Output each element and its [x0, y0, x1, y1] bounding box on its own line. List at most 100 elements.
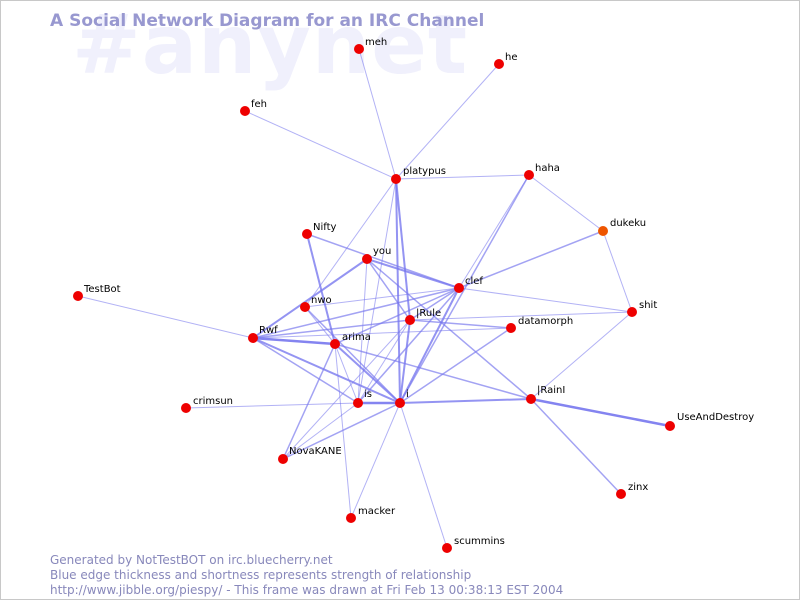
node-TestBot: TestBot: [73, 284, 121, 301]
node-dot: [627, 307, 637, 317]
node-label: macker: [358, 506, 396, 517]
edge-he-platypus: [395, 63, 500, 180]
node-macker: macker: [346, 506, 396, 523]
edges-layer: [77, 48, 671, 549]
edge-IRule-NovaKANE: [282, 319, 411, 460]
edge-haha-dukeku: [528, 174, 604, 232]
node-scummins: scummins: [442, 536, 505, 553]
node-label: crimsun: [193, 396, 233, 407]
edge-crimsun-is: [185, 402, 359, 409]
node-datamorph: datamorph: [506, 316, 573, 333]
edge-IRainI-UseAndDestroy: [530, 397, 671, 428]
node-dot: [616, 489, 626, 499]
edge-IRule-datamorph: [409, 319, 512, 329]
edge-feh-platypus: [244, 110, 397, 180]
node-crimsun: crimsun: [181, 396, 233, 413]
node-label: he: [505, 52, 518, 63]
node-dot: [240, 106, 250, 116]
edge-nwo-arima: [304, 306, 336, 345]
node-label: datamorph: [518, 316, 573, 327]
node-dot: [405, 315, 415, 325]
node-dot: [181, 403, 191, 413]
edge-IRule-shit: [409, 311, 633, 321]
node-label: platypus: [403, 166, 446, 177]
node-label: UseAndDestroy: [677, 412, 754, 423]
edge-clef-is: [357, 287, 460, 404]
edge-IRainI-shit: [530, 311, 633, 400]
edge-datamorph-Rwf: [252, 327, 512, 339]
edge-you-IRainI: [366, 258, 532, 400]
edge-IRainI-zinx: [530, 398, 622, 495]
edge-is-NovaKANE: [282, 402, 359, 460]
node-UseAndDestroy: UseAndDestroy: [665, 412, 754, 431]
node-label: shit: [639, 300, 657, 311]
edge-you-clef: [366, 258, 460, 289]
edge-platypus-is: [357, 178, 397, 404]
edge-clef-IRule: [409, 287, 460, 321]
edge-TestBot-Rwf: [77, 295, 254, 339]
footer-legend-note: Blue edge thickness and shortness repres…: [50, 568, 472, 582]
node-dot: [391, 174, 401, 184]
node-label: NovaKANE: [289, 446, 342, 457]
edge-clef-arima: [334, 287, 460, 345]
edge-i-macker: [350, 402, 401, 519]
edge-clef-Rwf: [252, 287, 460, 339]
node-dot: [353, 398, 363, 408]
edge-i-NovaKANE: [282, 402, 401, 460]
node-label: |RainI: [537, 385, 565, 396]
edge-arima-i: [334, 343, 401, 404]
edge-meh-platypus: [358, 48, 397, 180]
node-shit: shit: [627, 300, 657, 317]
node-Rwf: Rwf: [248, 325, 278, 343]
edge-you-Rwf: [252, 258, 368, 339]
node-label: meh: [365, 37, 387, 48]
node-label: scummins: [454, 536, 505, 547]
node-zinx: zinx: [616, 482, 648, 499]
node-label: feh: [251, 99, 267, 110]
node-he: he: [494, 52, 518, 69]
edge-nwo-i: [304, 306, 401, 404]
node-dot: [526, 394, 536, 404]
edge-arima-is: [334, 343, 359, 404]
edge-platypus-nwo: [304, 178, 397, 308]
footer-url-timestamp: http://www.jibble.org/piespy/ - This fra…: [50, 583, 564, 597]
edge-Rwf-is: [252, 337, 359, 404]
node-label: i: [406, 389, 409, 400]
node-label: Nifty: [313, 222, 337, 233]
node-is: is: [353, 389, 372, 408]
node-dot: [362, 254, 372, 264]
node-IRule: |Rule: [405, 308, 441, 325]
edge-clef-i: [399, 287, 460, 404]
node-dot: [598, 226, 608, 236]
node-label: Rwf: [259, 325, 278, 336]
node-label: zinx: [628, 482, 648, 493]
node-dot: [524, 170, 534, 180]
edge-IRainI-i: [399, 398, 532, 404]
node-dot: [330, 339, 340, 349]
node-dot: [665, 421, 675, 431]
edge-haha-clef: [458, 174, 530, 289]
node-meh: meh: [354, 37, 387, 54]
node-dukeku: dukeku: [598, 218, 646, 236]
node-nwo: nwo: [300, 295, 332, 312]
node-dot: [506, 323, 516, 333]
node-Nifty: Nifty: [302, 222, 337, 239]
channel-watermark: #anynet: [72, 0, 469, 93]
node-NovaKANE: NovaKANE: [278, 446, 342, 464]
edge-clef-shit: [458, 287, 633, 313]
node-label: arima: [342, 332, 371, 343]
node-label: haha: [535, 163, 560, 174]
edge-platypus-haha: [395, 174, 530, 180]
node-dot: [454, 283, 464, 293]
node-dot: [354, 44, 364, 54]
node-label: dukeku: [610, 218, 646, 229]
edge-i-scummins: [399, 402, 448, 549]
node-dot: [248, 333, 258, 343]
node-label: |Rule: [416, 308, 441, 319]
node-feh: feh: [240, 99, 267, 116]
edge-Nifty-arima: [306, 233, 336, 345]
node-label: you: [373, 246, 391, 257]
edge-arima-NovaKANE: [282, 343, 336, 460]
edge-IRule-Rwf: [252, 319, 411, 339]
